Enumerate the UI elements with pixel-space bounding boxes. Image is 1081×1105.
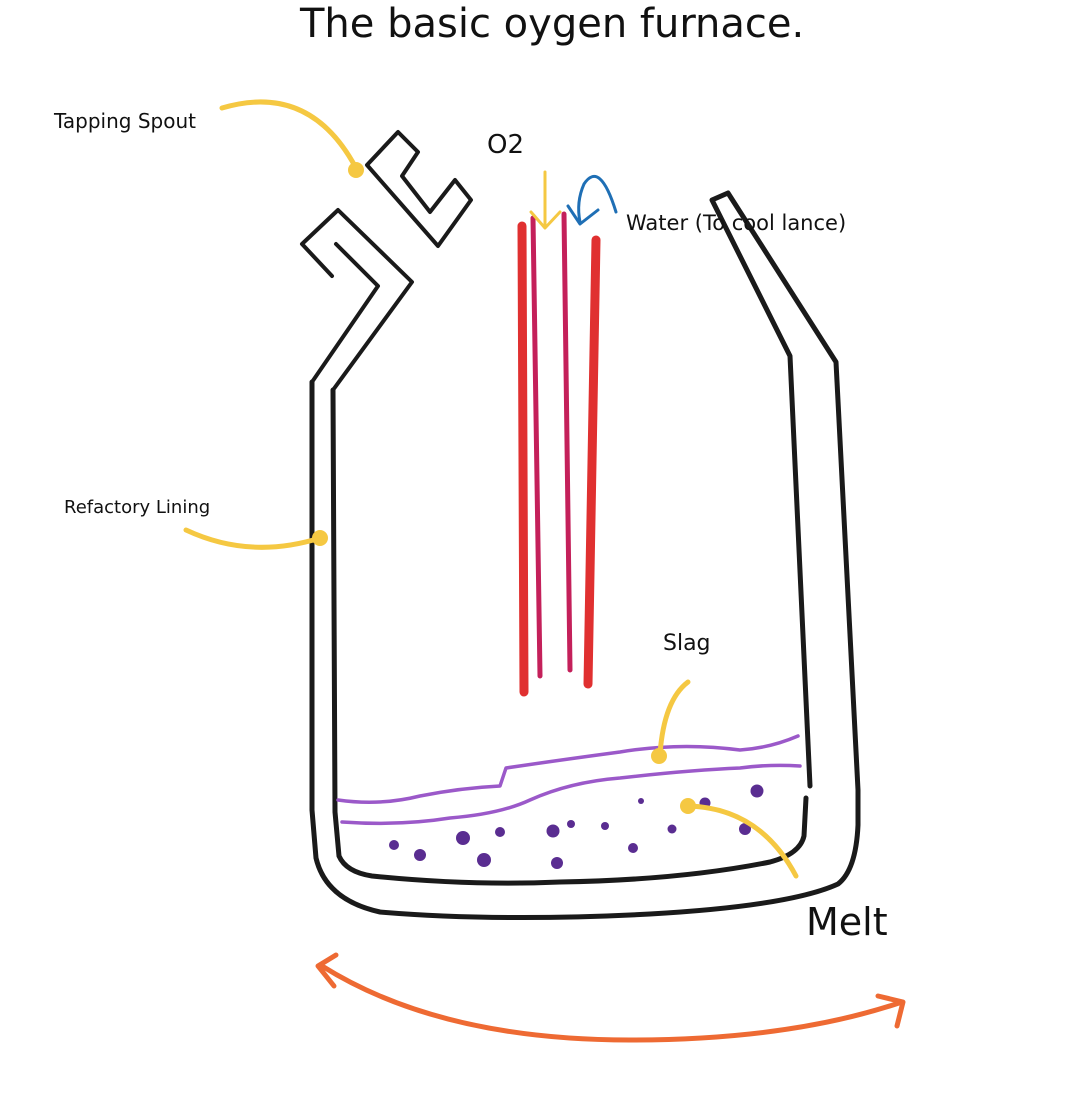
o2-arrow xyxy=(529,170,562,230)
tilt-arrow-head-left xyxy=(315,952,339,989)
label-pointers xyxy=(183,99,799,879)
furnace-vessel xyxy=(300,130,861,921)
tilt-arrow-curve xyxy=(319,963,905,1043)
melt-dot xyxy=(546,824,560,838)
pointer-endpoints xyxy=(312,162,696,814)
label-water: Water (To cool lance) xyxy=(626,211,847,235)
melt-dot xyxy=(389,840,399,850)
melt-dot xyxy=(551,857,563,869)
vessel-outer-wall xyxy=(309,190,861,921)
left-shoulder-outer xyxy=(310,242,380,384)
slag-lower-line xyxy=(340,763,802,826)
pointer-dot-slag xyxy=(651,748,667,764)
slag-upper-line xyxy=(336,734,800,804)
label-melt: Melt xyxy=(806,900,888,944)
pointer-melt xyxy=(685,803,799,879)
lance-outer-left xyxy=(517,221,529,697)
melt-dot xyxy=(567,820,575,828)
diagram-title: The basic oygen furnace. xyxy=(300,1,805,47)
melt-dot xyxy=(667,824,677,834)
water-arrow-head xyxy=(566,204,600,226)
melt-particles xyxy=(389,784,764,869)
o2-arrow-head xyxy=(529,210,562,230)
tilt-arrow xyxy=(315,952,906,1043)
slag-layer xyxy=(336,734,802,826)
melt-dot xyxy=(739,823,751,835)
water-arrow xyxy=(566,174,618,226)
pointer-dot-refractory xyxy=(312,530,328,546)
label-slag: Slag xyxy=(663,631,711,656)
pointer-dot-spout xyxy=(348,162,364,178)
tapping-spout-outline xyxy=(365,130,473,248)
oxygen-lance xyxy=(517,211,601,697)
tilt-arrow-head-right xyxy=(875,993,906,1029)
water-arrow-curve xyxy=(577,174,618,224)
melt-dot xyxy=(601,822,609,830)
lance-outer-right xyxy=(583,235,601,689)
pointer-slag xyxy=(657,679,691,757)
pointer-dot-melt xyxy=(680,798,696,814)
lance-inner-left xyxy=(530,215,543,679)
melt-dot xyxy=(750,784,764,798)
melt-dot xyxy=(456,831,470,845)
melt-dot xyxy=(628,843,638,853)
pointer-refractory xyxy=(183,527,323,550)
label-tapping-spout: Tapping Spout xyxy=(54,109,196,133)
melt-dot xyxy=(477,853,491,867)
left-shoulder-inner xyxy=(300,208,414,392)
melt-dot xyxy=(414,849,426,861)
lance-inner-right xyxy=(561,211,573,673)
label-refractory-lining: Refactory Lining xyxy=(64,497,211,518)
melt-dot xyxy=(495,827,505,837)
vessel-inner-wall xyxy=(330,387,809,886)
melt-dot xyxy=(638,798,644,804)
label-o2: O2 xyxy=(487,130,525,160)
pointer-tapping-spout xyxy=(219,99,359,171)
